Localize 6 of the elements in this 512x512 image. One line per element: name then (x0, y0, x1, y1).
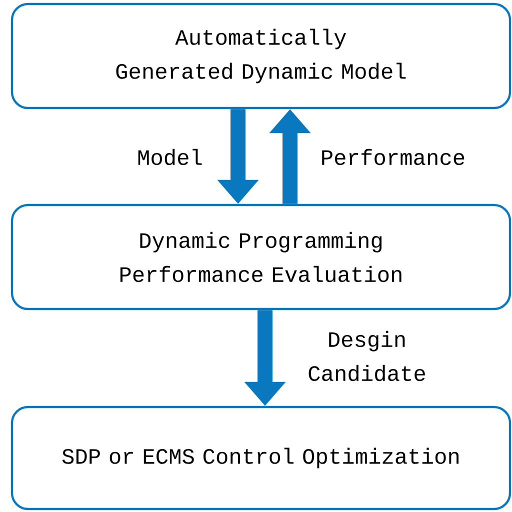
edge-label: Model (138, 148, 202, 166)
process-box: Automatically Generated Dynamic Model (10, 2, 512, 110)
process-box: SDP or ECMS Control Optimization (10, 406, 512, 510)
edge-label: Performance (322, 148, 464, 166)
edge-label: Desgin Candidate (308, 330, 425, 382)
process-box: Dynamic Programming Performance Evaluation (10, 204, 512, 310)
